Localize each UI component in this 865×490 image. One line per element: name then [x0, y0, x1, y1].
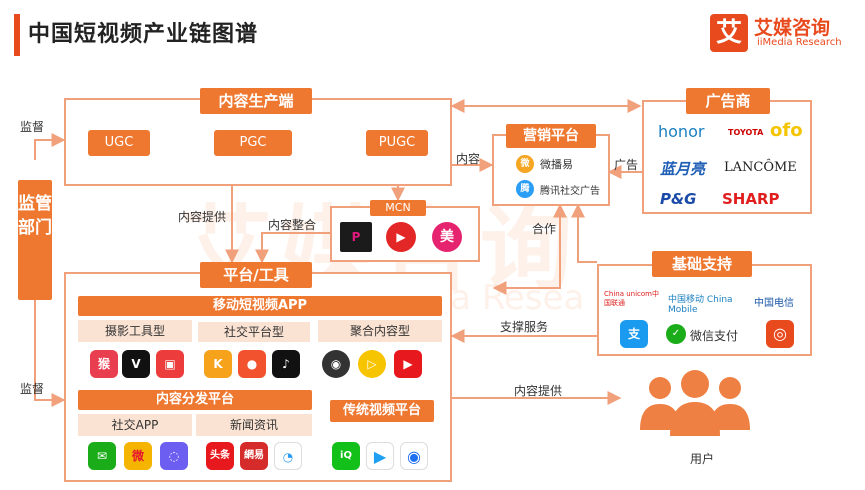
news-label: 新闻资讯 — [196, 414, 312, 436]
group-aggregate: 聚合内容型 — [318, 320, 442, 342]
edge-content-integrate: 内容整合 — [268, 218, 317, 232]
aggregate-app3-icon: ▶ — [394, 350, 422, 378]
node-ugc: UGC — [88, 130, 150, 156]
logo-icon: 艾 — [710, 14, 748, 52]
infra-title: 基础支持 — [652, 251, 752, 277]
kuaishou-icon: K — [204, 350, 232, 378]
group-photo-tools: 摄影工具型 — [78, 320, 192, 342]
advertisers-frame — [642, 100, 812, 214]
chinamobile-label: 中国移动 China Mobile — [668, 295, 733, 315]
papi-icon: P — [340, 222, 372, 252]
node-pgc: PGC — [214, 130, 292, 156]
brand-ofo: ofo — [770, 120, 803, 141]
social-app-label: 社交APP — [78, 414, 192, 436]
page-title: 中国短视频产业链图谱 — [28, 22, 259, 47]
toutiao-icon: 头条 — [206, 442, 234, 470]
traditional-title: 传统视频平台 — [330, 400, 434, 422]
group-social: 社交平台型 — [198, 322, 310, 342]
marketing-title: 营销平台 — [506, 124, 596, 148]
fengxing-icon: ▶ — [386, 222, 416, 252]
weiboyi-label: 微播易 — [540, 158, 573, 171]
vue-icon: V — [122, 350, 150, 378]
users-label: 用户 — [690, 452, 715, 466]
advertisers-title: 广告商 — [686, 88, 770, 114]
brand-lancome: LANCÔME — [724, 160, 797, 175]
edge-cooperation: 合作 — [532, 222, 557, 236]
logo-en: iiMedia Research — [757, 37, 842, 48]
unionpay-icon: ◎ — [766, 320, 794, 348]
node-pugc: PUGC — [366, 130, 428, 156]
title-accent-bar — [14, 14, 20, 56]
content-producer-title: 内容生产端 — [200, 88, 312, 114]
wechatpay-icon: ✓ — [666, 324, 686, 344]
huoshan-icon: ● — [238, 350, 266, 378]
edge-supervise-bottom: 监督 — [20, 382, 45, 396]
weibo-icon: 微 — [124, 442, 152, 470]
weiboyi-icon: 微 — [516, 155, 534, 173]
brand-bluemoon: 蓝月亮 — [660, 160, 706, 178]
aggregate-app2-icon: ▷ — [358, 350, 386, 378]
youku-icon: ◉ — [400, 442, 428, 470]
edge-content-provide: 内容提供 — [178, 210, 227, 224]
tencent-video-icon: ▶ — [366, 442, 394, 470]
logo-name: 艾媒咨询 — [754, 17, 831, 39]
users-icon — [640, 370, 750, 436]
aggregate-app1-icon: ◉ — [322, 350, 350, 378]
netease-news-icon: 網易 — [240, 442, 268, 470]
mcn-title: MCN — [370, 200, 426, 216]
edge-ad: 广告 — [614, 158, 639, 172]
brand-pg: P&G — [660, 190, 697, 208]
meishi-icon: 美 — [432, 222, 462, 252]
edge-content-to-users: 内容提供 — [514, 384, 563, 398]
brand-sharp: SHARP — [722, 190, 780, 208]
distribution-title: 内容分发平台 — [78, 390, 312, 410]
unicom-label: China unicom中国联通 — [604, 290, 659, 307]
yitian-icon: ▣ — [156, 350, 184, 378]
chinatelecom-label: 中国电信 — [754, 298, 794, 309]
edge-content: 内容 — [456, 152, 481, 166]
platform-title: 平台/工具 — [200, 262, 312, 288]
wechatpay-label: 微信支付 — [690, 329, 739, 343]
tencent-ad-label: 腾讯社交广告 — [540, 186, 600, 197]
regulator-label: 监管部门 — [18, 194, 52, 238]
edge-support: 支撑服务 — [500, 320, 549, 334]
app-section-title: 移动短视频APP — [78, 296, 442, 316]
tencent-ad-icon: 腾 — [516, 180, 534, 198]
momo-icon: ◌ — [160, 442, 188, 470]
tiantian-pt-icon: 猴 — [90, 350, 118, 378]
regulator-box: 监管部门 — [18, 180, 52, 300]
douyin-icon: ♪ — [272, 350, 300, 378]
edge-supervise-top: 监督 — [20, 120, 45, 134]
alipay-icon: 支 — [620, 320, 648, 348]
brand-honor: honor — [658, 122, 705, 141]
wechat-icon: ✉ — [88, 442, 116, 470]
iqiyi-icon: iQ — [332, 442, 360, 470]
brand-toyota: TOYOTA — [728, 128, 764, 137]
sina-news-icon: ◔ — [274, 442, 302, 470]
